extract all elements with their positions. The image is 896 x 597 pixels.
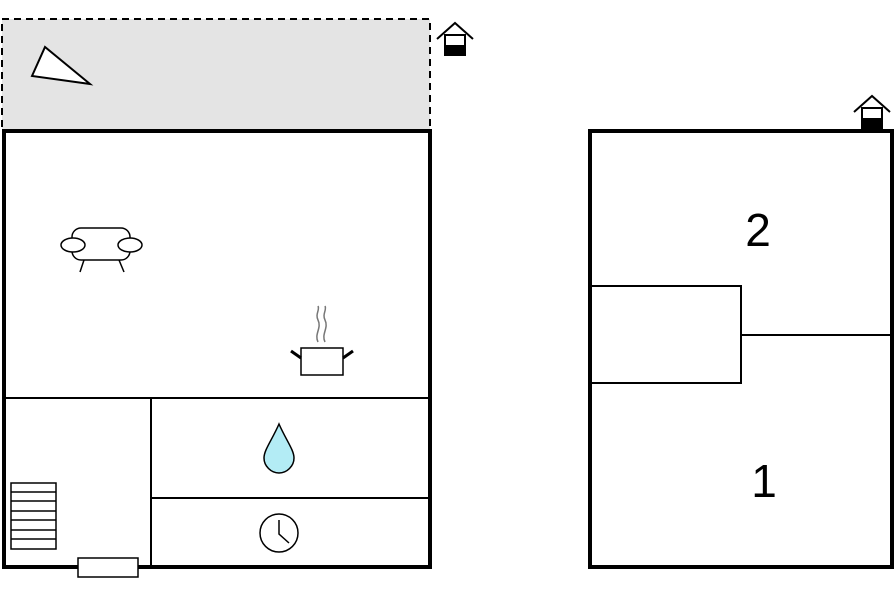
sun-triangle-icon — [30, 45, 94, 86]
house-entrance-icon — [436, 21, 474, 56]
upper-floor-storage-wall — [590, 285, 742, 384]
ground-floor-outer-wall — [2, 129, 432, 569]
cooking-pot-icon — [290, 305, 354, 376]
water-drop-icon — [263, 422, 295, 474]
staircase-icon — [10, 482, 57, 550]
clock-icon — [259, 513, 299, 553]
upper-floor-outer-wall — [588, 129, 894, 569]
house-entrance-icon — [853, 94, 891, 129]
upper-floor-plan: 2 1 — [588, 94, 894, 569]
sofa-icon — [60, 227, 143, 273]
entrance-door-mat — [77, 557, 139, 578]
room-1-label: 1 — [751, 455, 777, 507]
ground-floor-plan — [1, 18, 474, 578]
room-2-label: 2 — [745, 204, 771, 256]
